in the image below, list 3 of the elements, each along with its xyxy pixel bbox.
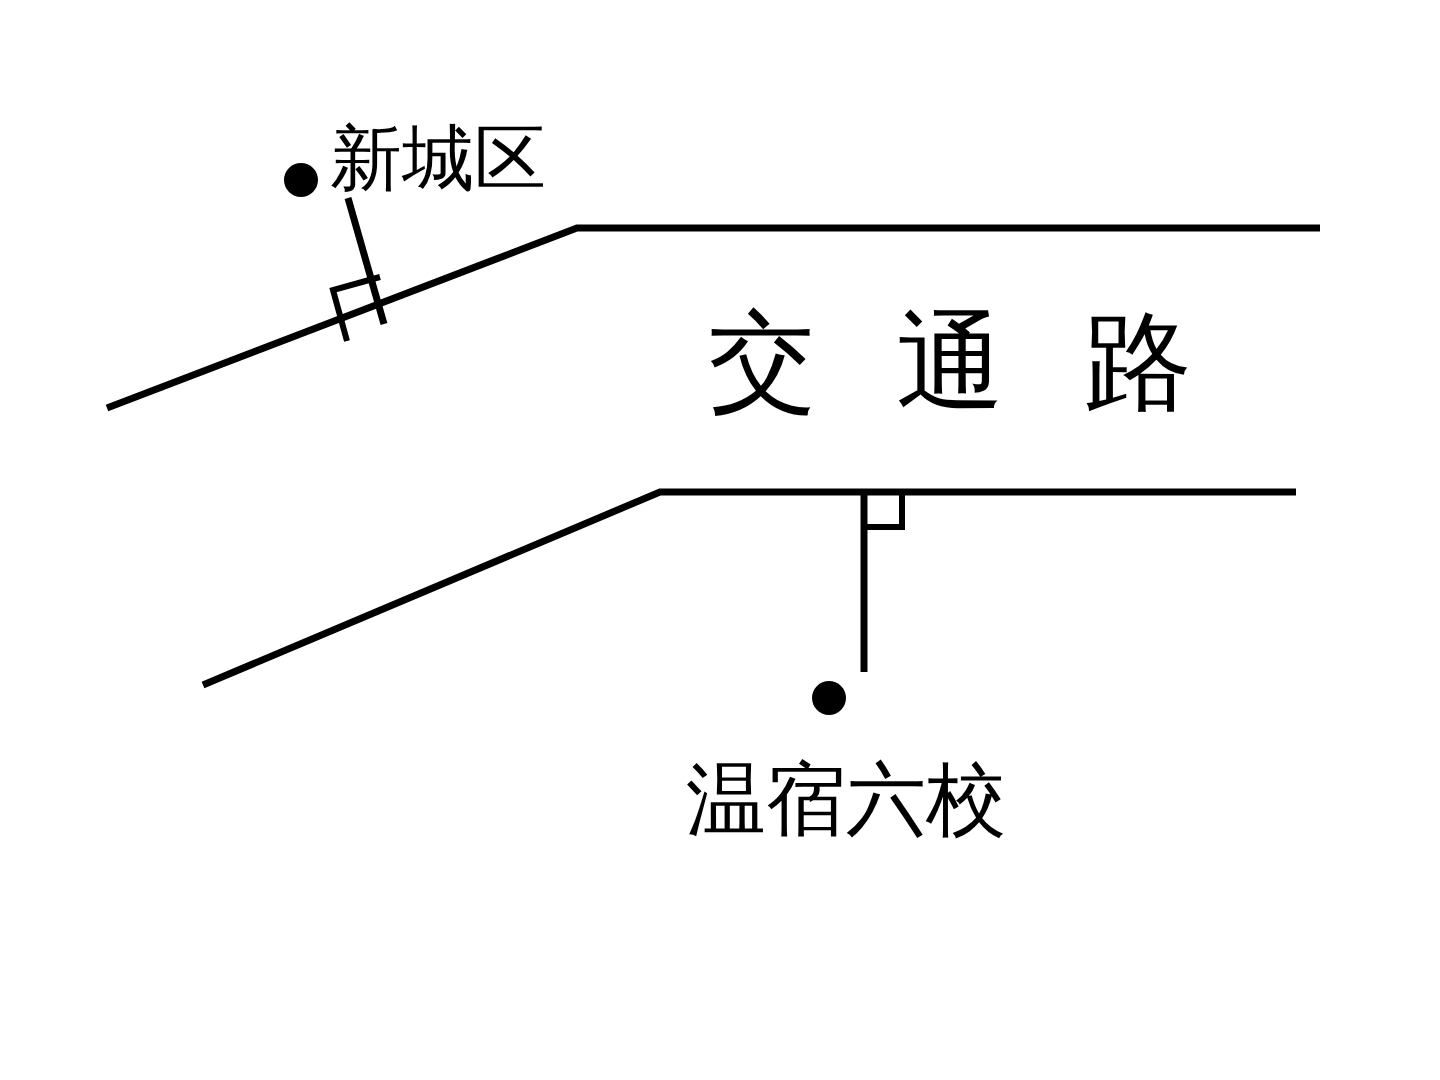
place-label: 温宿六校	[686, 760, 1006, 840]
place-label: 新城区	[330, 122, 546, 194]
road-name-label: 交通路	[708, 308, 1192, 416]
